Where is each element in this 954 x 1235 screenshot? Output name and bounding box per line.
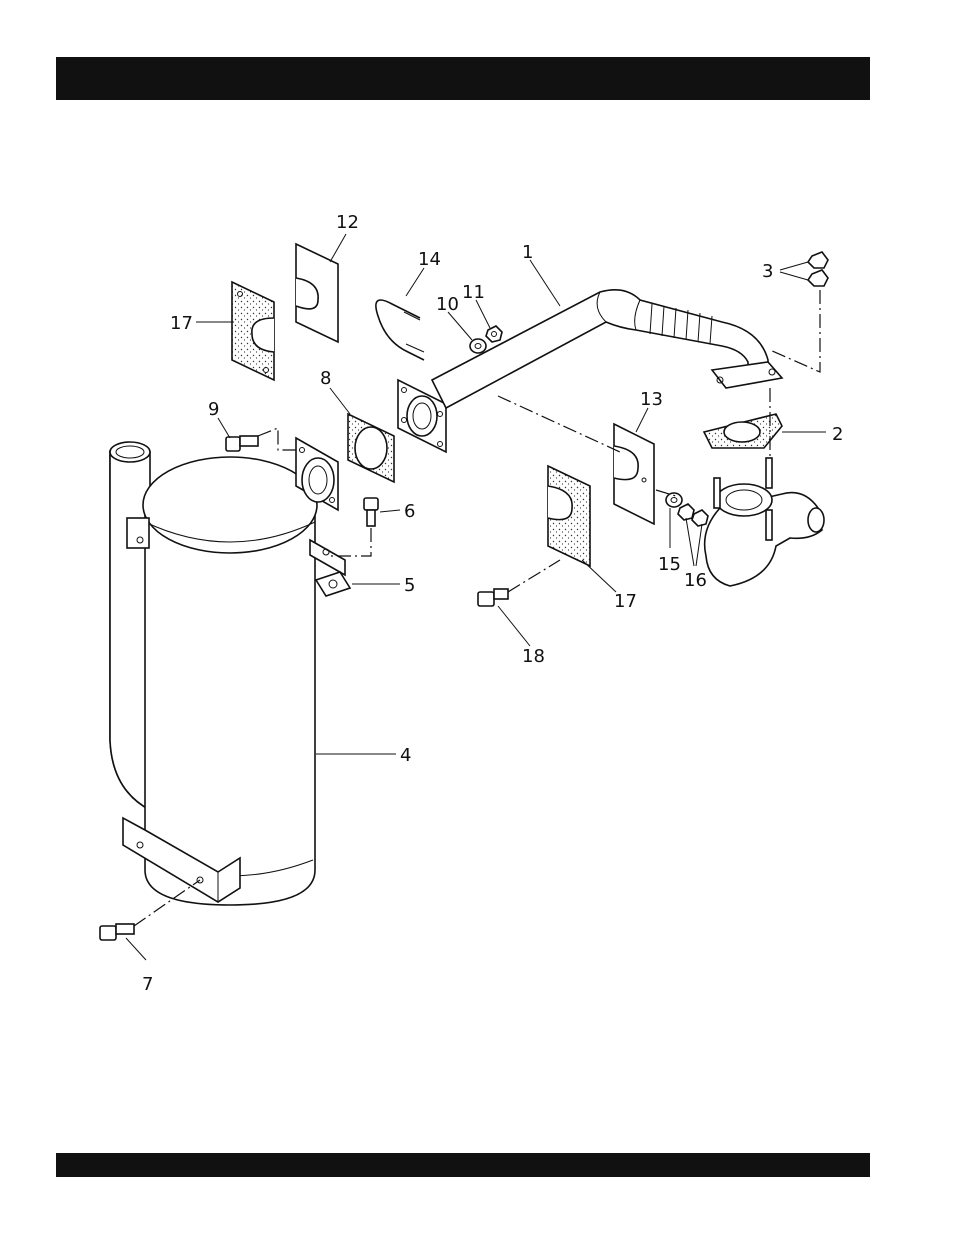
callout-2: 2 [832,424,843,445]
callout-18: 18 [522,646,545,667]
part-8-gasket [348,414,394,482]
muffler [110,438,345,905]
callout-17-upper: 17 [170,313,193,334]
callout-5: 5 [404,575,415,596]
part-17-lower-gasket [548,466,590,566]
part-17-upper-gasket [232,282,274,380]
callout-7: 7 [142,974,153,995]
callout-4: 4 [400,745,411,766]
callout-14: 14 [418,249,441,270]
part-16-nuts [678,504,708,526]
callout-16: 16 [684,570,707,591]
callout-10: 10 [436,294,459,315]
callout-9: 9 [208,399,219,420]
center-line-pipe [498,396,620,452]
part-9-bolt [226,428,296,451]
callout-8: 8 [320,368,331,389]
part-3-nuts [770,252,828,372]
callout-12: 12 [336,212,359,233]
callout-17-lower: 17 [614,591,637,612]
part-10-washer [470,339,486,353]
part-14-u-bolt [376,300,424,360]
part-11-nut [486,326,502,342]
part-18-bolt [478,560,560,606]
callout-11: 11 [462,282,485,303]
callout-15: 15 [658,554,681,575]
part-13-clamp-plate [614,424,654,524]
callout-1: 1 [522,242,533,263]
callout-13: 13 [640,389,663,410]
callout-3: 3 [762,261,773,282]
callout-6: 6 [404,501,415,522]
